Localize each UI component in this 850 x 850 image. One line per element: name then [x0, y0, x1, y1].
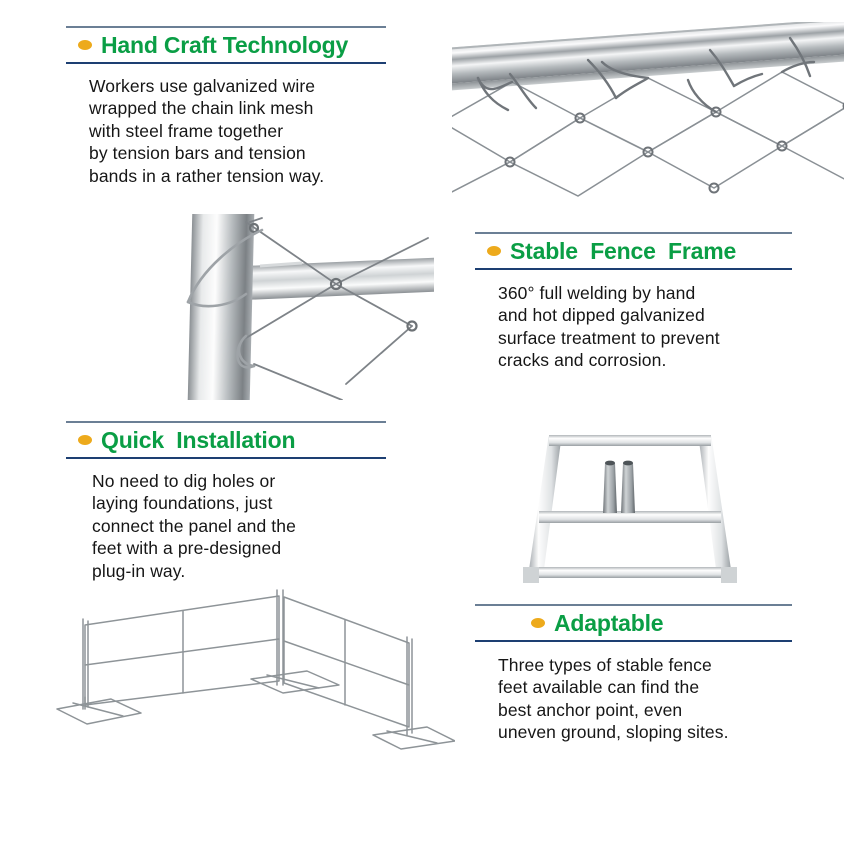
welded-joint-graphic [176, 214, 434, 400]
feature-body-text: Workers use galvanized wire wrapped the … [89, 76, 325, 186]
feature-body-text: Three types of stable fence feet availab… [498, 655, 729, 743]
feature-rule-top [475, 604, 792, 606]
mesh-top-rail-graphic [452, 22, 844, 202]
fence-panels-graphic [55, 585, 455, 770]
feature-body-text: No need to dig holes or laying foundatio… [92, 471, 296, 581]
feature-title: Stable Fence Frame [510, 237, 737, 264]
bullet-dot-icon [78, 40, 92, 50]
feature-heading-row: Hand Craft Technology [66, 28, 386, 62]
feature-block-quick-installation: Quick Installation No need to dig holes … [66, 421, 386, 582]
chain-link-mesh-on-top-rail-photo [452, 22, 844, 202]
welded-tube-joint-photo [176, 214, 434, 400]
bullet-dot-icon [487, 246, 501, 256]
temporary-fence-panels-drawing [55, 585, 455, 770]
feature-rule-top [66, 421, 386, 423]
feature-block-hand-craft: Hand Craft Technology Workers use galvan… [66, 26, 386, 187]
feature-rule-bottom [475, 268, 792, 270]
feature-rule-top [66, 26, 386, 28]
feature-rule-bottom [475, 640, 792, 642]
fence-foot-graphic [505, 415, 755, 593]
feature-rule-bottom [66, 62, 386, 64]
fence-foot-base-photo [505, 415, 755, 593]
feature-heading-row: Quick Installation [66, 423, 386, 457]
feature-rule-top [475, 232, 792, 234]
feature-title: Adaptable [554, 609, 664, 636]
feature-body-text: 360° full welding by hand and hot dipped… [498, 283, 720, 371]
bullet-dot-icon [531, 618, 545, 628]
bullet-dot-icon [78, 435, 92, 445]
feature-rule-bottom [66, 457, 386, 459]
feature-block-adaptable: Adaptable Three types of stable fence fe… [475, 604, 792, 744]
feature-title: Hand Craft Technology [101, 31, 349, 58]
feature-heading-row: Stable Fence Frame [475, 234, 792, 268]
feature-heading-row: Adaptable [475, 606, 792, 640]
feature-title: Quick Installation [101, 426, 296, 453]
feature-block-stable-frame: Stable Fence Frame 360° full welding by … [475, 232, 792, 372]
